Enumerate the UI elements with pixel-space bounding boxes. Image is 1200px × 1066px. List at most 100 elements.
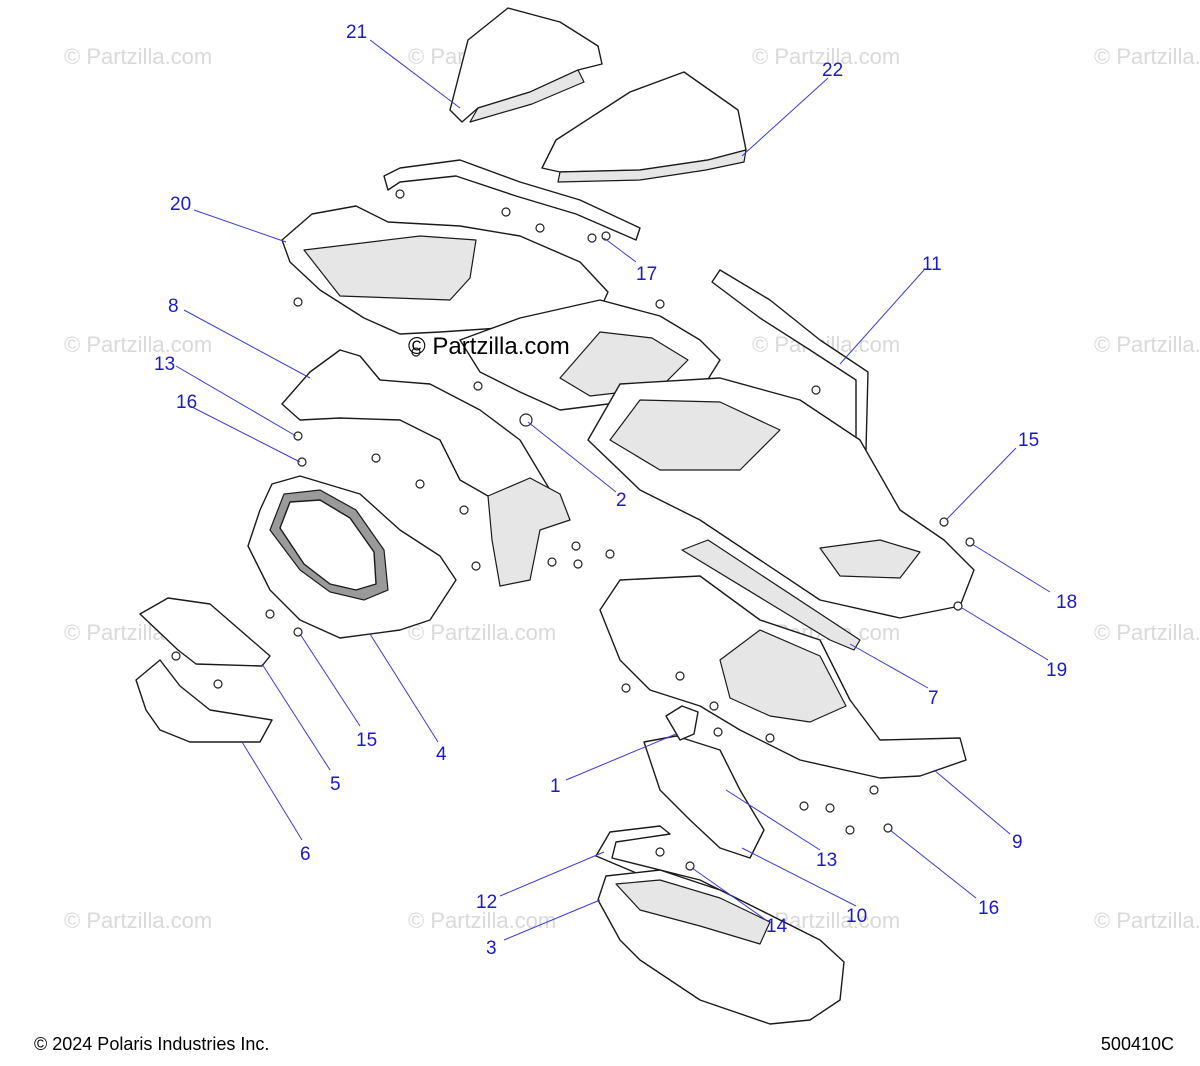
callout-3[interactable]: 3 — [486, 938, 497, 959]
leader-2 — [527, 421, 617, 493]
callout-7[interactable]: 7 — [928, 688, 939, 709]
center-watermark: © Partzilla.com — [408, 333, 570, 360]
part-21-cover — [449, 7, 603, 123]
leader-18 — [971, 543, 1051, 593]
fastener — [535, 223, 545, 233]
callout-22[interactable]: 22 — [822, 60, 843, 81]
fastener — [371, 453, 381, 463]
fastener — [297, 457, 307, 467]
callout-19[interactable]: 19 — [1046, 660, 1067, 681]
callout-labels: 21 22 20 17 11 8 13 16 2 15 18 19 7 15 4… — [154, 22, 1077, 959]
callout-13[interactable]: 13 — [154, 354, 175, 375]
leader-8 — [183, 309, 311, 379]
callout-17[interactable]: 17 — [636, 264, 657, 285]
part-3-interior — [615, 879, 771, 945]
fastener — [811, 385, 821, 395]
callout-21[interactable]: 21 — [346, 22, 367, 43]
callout-18[interactable]: 18 — [1056, 592, 1077, 613]
callout-9[interactable]: 9 — [1012, 832, 1023, 853]
fastener — [655, 847, 665, 857]
leader-1 — [565, 733, 677, 781]
callout-8[interactable]: 8 — [168, 296, 179, 317]
leader-15b — [299, 633, 361, 727]
fastener — [845, 825, 855, 835]
callout-15b[interactable]: 15 — [356, 730, 377, 751]
callout-4[interactable]: 4 — [436, 744, 447, 765]
leader-16b — [889, 829, 977, 899]
tube-upper — [383, 159, 641, 241]
fastener — [293, 297, 303, 307]
fastener — [471, 561, 481, 571]
dash-right-window — [609, 399, 781, 471]
part-10-lid — [643, 735, 765, 859]
leader-7 — [849, 643, 929, 689]
part-21-edge — [469, 69, 585, 123]
fastener — [799, 801, 809, 811]
fasteners — [171, 189, 975, 871]
fastener — [765, 733, 775, 743]
fastener — [459, 505, 469, 515]
callout-16[interactable]: 16 — [176, 392, 197, 413]
watermark: © Partzilla.com — [1094, 620, 1200, 645]
leader-4 — [369, 633, 439, 743]
fastener — [171, 651, 181, 661]
fastener — [601, 231, 611, 241]
callout-14[interactable]: 14 — [766, 916, 788, 937]
leader-22 — [741, 77, 829, 157]
leader-14 — [691, 867, 767, 921]
part-9-box — [719, 629, 847, 723]
diagram-id: 500410C — [1100, 1034, 1174, 1054]
watermark: © Partzilla.com — [1094, 332, 1200, 357]
callout-16b[interactable]: 16 — [978, 898, 999, 919]
fastener — [473, 381, 483, 391]
leader-21 — [369, 39, 461, 109]
callout-11[interactable]: 11 — [922, 254, 942, 275]
leader-lines — [175, 39, 1051, 941]
leader-5 — [261, 663, 331, 771]
fastener — [709, 701, 719, 711]
fastener — [587, 233, 597, 243]
fastener — [675, 671, 685, 681]
callout-15[interactable]: 15 — [1018, 430, 1039, 451]
fastener — [415, 479, 425, 489]
fastener — [265, 609, 275, 619]
fastener — [869, 785, 879, 795]
leader-13a — [175, 365, 297, 437]
callout-20[interactable]: 20 — [170, 194, 191, 215]
leader-10 — [741, 847, 857, 907]
fastener — [605, 549, 615, 559]
part-4-gauge-face — [279, 499, 377, 591]
callout-6[interactable]: 6 — [300, 844, 311, 865]
part-6-lower-cover — [135, 659, 273, 743]
watermark: © Partzilla.com — [752, 44, 900, 69]
copyright-text: © 2024 Polaris Industries Inc. — [34, 1034, 270, 1054]
watermark: © Partzilla.com — [408, 620, 556, 645]
part-drawings — [135, 7, 975, 1025]
leader-3 — [503, 899, 601, 941]
callout-2[interactable]: 2 — [616, 490, 627, 511]
fastener — [411, 347, 421, 357]
leader-11 — [839, 269, 925, 365]
part-8-bracket — [487, 477, 571, 587]
leader-20 — [193, 209, 287, 243]
watermark: © Partzilla.com — [64, 332, 212, 357]
fastener — [293, 431, 303, 441]
leader-17 — [603, 237, 637, 263]
callout-13b[interactable]: 13 — [816, 850, 837, 871]
part-20-window — [303, 235, 477, 301]
fastener — [547, 557, 557, 567]
dash-middle-recess — [559, 331, 689, 397]
watermark: © Partzilla.com — [1094, 908, 1200, 933]
fastener — [621, 683, 631, 693]
callout-5[interactable]: 5 — [330, 774, 341, 795]
callout-1[interactable]: 1 — [550, 776, 561, 797]
leader-16a — [189, 405, 301, 463]
fastener — [571, 541, 581, 551]
callout-10[interactable]: 10 — [846, 906, 867, 927]
watermark: © Partzilla.com — [64, 908, 212, 933]
callout-12[interactable]: 12 — [476, 892, 497, 913]
part-1-bracket — [665, 705, 699, 741]
watermark: © Partzilla.com — [1094, 44, 1200, 69]
leader-9 — [933, 769, 1011, 835]
fastener — [501, 207, 511, 217]
